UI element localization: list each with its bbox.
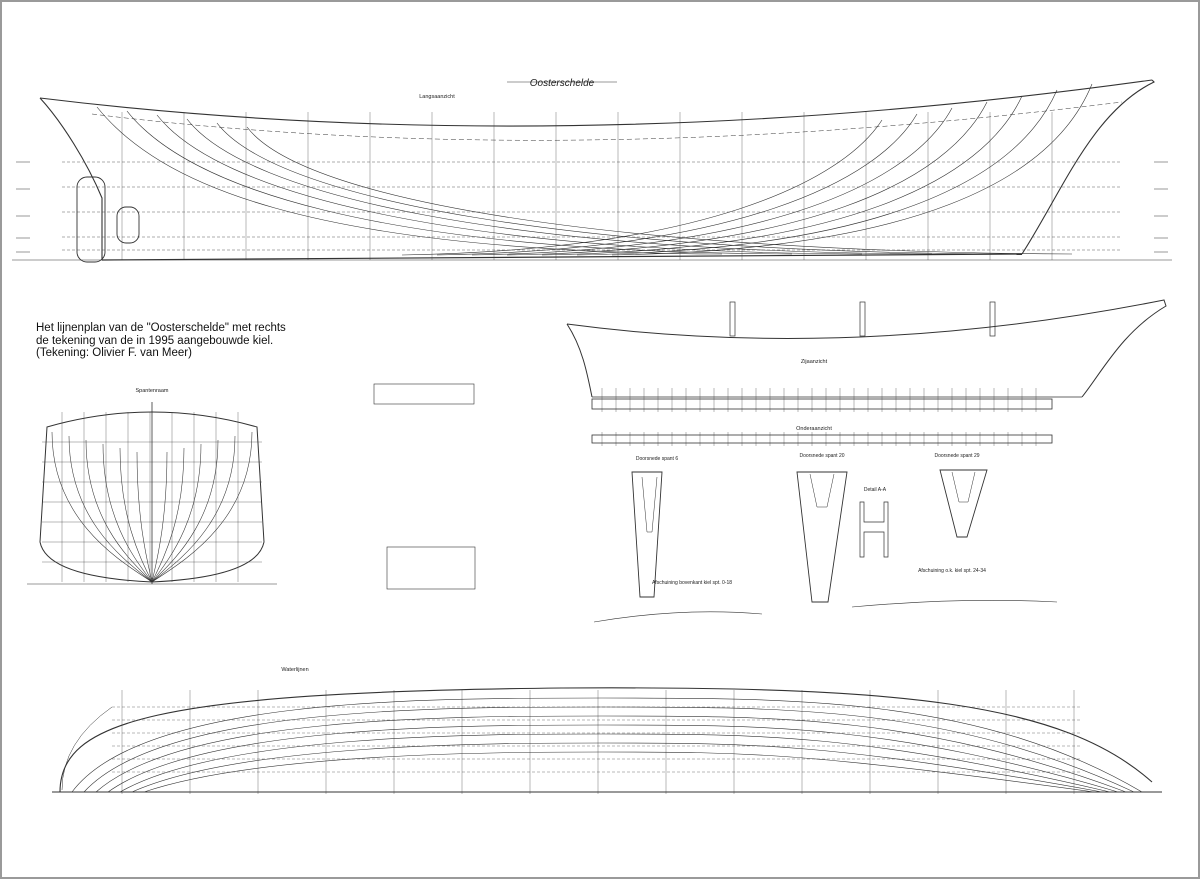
- waterline-curve: [119, 733, 1111, 793]
- keel-side-view-label: Zijaanzicht: [801, 359, 828, 365]
- aft-section: [119, 447, 153, 583]
- buttock-fwd: [401, 119, 883, 256]
- buttock-fwd: [506, 101, 988, 256]
- section-d-shape: [859, 501, 889, 558]
- section-c-shape: [939, 469, 988, 538]
- keel-drawing: [373, 299, 1167, 623]
- profile-view-label: Langsaanzicht: [419, 94, 455, 100]
- fwd-section: [151, 443, 202, 583]
- hull-sheer: [566, 299, 1167, 398]
- half-breadth-label: Waterlijnen: [281, 667, 308, 673]
- note-box-keel: [373, 383, 475, 405]
- caption-line-1: Het lijnenplan van de "Oosterschelde" me…: [36, 322, 286, 334]
- body-plan-view: [27, 402, 277, 585]
- stem-line: [1021, 79, 1155, 255]
- section-b-label: Doorsnede spant 20: [799, 453, 844, 459]
- fwd-section: [151, 435, 236, 583]
- chine-curve-a: [593, 611, 763, 623]
- waterline-curve: [83, 706, 1135, 793]
- caption: Het lijnenplan van de "Oosterschelde" me…: [36, 322, 286, 360]
- section-a-label: Doorsnede spant 6: [636, 456, 678, 462]
- keel-side-bar: [591, 398, 1053, 410]
- keel-bottom-view-label: Onderaanzicht: [796, 426, 832, 432]
- keel-line: [101, 253, 1023, 261]
- stern-line: [39, 97, 103, 260]
- buttock-fwd: [471, 107, 953, 256]
- chine-curve-b: [851, 600, 1058, 608]
- dimensions-box: [386, 546, 476, 590]
- transom-curve: [61, 706, 113, 791]
- waterline-curve: [71, 697, 1143, 793]
- fwd-section: [151, 451, 168, 583]
- buttock-aft: [186, 118, 933, 255]
- aft-section: [136, 451, 153, 583]
- deck-line: [91, 101, 1123, 141]
- buttock-aft: [126, 110, 793, 255]
- fwd-section: [151, 431, 253, 583]
- waterline-curve: [131, 742, 1103, 793]
- half-breadth-plan: [52, 687, 1162, 794]
- mast-stub: [989, 301, 996, 337]
- section-a-rabbet: [641, 476, 658, 533]
- keel-bottom-bar: [591, 434, 1053, 444]
- chine-b-label: Afschuining o.k. kiel spt. 24-34: [918, 568, 986, 574]
- mast-stub: [859, 301, 866, 337]
- caption-line-2: de tekening van de in 1995 aangebouwde k…: [36, 334, 274, 347]
- waterline-curve: [95, 715, 1127, 793]
- rudder-outline: [76, 176, 106, 263]
- waterline-curve: [143, 751, 1095, 793]
- buttock-fwd: [436, 113, 918, 256]
- profile-view: [12, 79, 1172, 263]
- section-c-label: Doorsnede spant 29: [934, 453, 979, 459]
- fwd-section: [151, 439, 219, 583]
- deck-outline: [59, 687, 1153, 793]
- aft-section: [51, 431, 153, 583]
- body-outline: [39, 411, 265, 583]
- section-b-rabbet: [809, 473, 835, 508]
- aft-section: [68, 435, 153, 583]
- body-plan-label: Spantenraam: [135, 388, 168, 394]
- section-c-rabbet: [951, 471, 976, 503]
- buttock-fwd: [576, 89, 1058, 256]
- signature-label: Oosterschelde: [530, 78, 595, 89]
- aft-section: [102, 443, 153, 583]
- mast-stub: [729, 301, 736, 337]
- buttock-aft: [96, 106, 723, 255]
- hull-stern: [566, 323, 593, 398]
- buttock-aft: [216, 122, 1003, 255]
- caption-line-3: (Tekening: Olivier F. van Meer): [36, 347, 192, 359]
- sheer-line: [39, 79, 1153, 127]
- buttock-aft: [156, 114, 863, 255]
- chine-a-label: Afschuining bovenkant kiel spt. 0-18: [652, 580, 732, 586]
- aft-section: [85, 439, 153, 583]
- fwd-section: [151, 447, 185, 583]
- waterline-curve: [107, 724, 1119, 793]
- section-b-shape: [796, 471, 848, 603]
- buttock-fwd: [541, 95, 1023, 256]
- buttock-aft: [246, 126, 1073, 255]
- propeller-aperture: [116, 206, 140, 244]
- section-a-shape: [631, 471, 663, 598]
- section-d-label: Detail A-A: [864, 487, 887, 493]
- buttock-fwd: [611, 83, 1093, 256]
